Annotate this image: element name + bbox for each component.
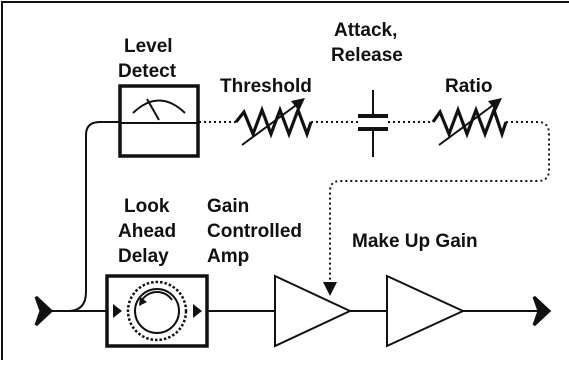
label-gain-controlled-amp-3: Amp — [207, 246, 249, 267]
label-gain-controlled-amp-1: Gain — [207, 196, 249, 217]
sidechain-wire — [67, 121, 120, 312]
control-arrowhead-icon — [323, 282, 337, 296]
attack-release-capacitor-icon — [358, 90, 388, 157]
make-up-gain-amp-icon — [386, 274, 466, 348]
label-ratio: Ratio — [445, 76, 493, 97]
threshold-variable-resistor-icon — [234, 98, 313, 146]
label-look-ahead-delay-1: Look — [124, 196, 170, 217]
ratio-variable-resistor-icon — [431, 98, 508, 146]
gain-controlled-amp-icon — [274, 274, 353, 348]
label-look-ahead-delay-3: Delay — [118, 246, 169, 267]
output-chevron-icon — [532, 295, 552, 327]
label-threshold: Threshold — [220, 76, 312, 97]
label-level-detect-1: Level — [124, 36, 173, 57]
look-ahead-delay-icon — [105, 274, 209, 348]
level-detect-meter-icon — [118, 84, 200, 158]
label-attack-release-2: Release — [331, 45, 403, 66]
control-path-dotted-4 — [329, 121, 550, 282]
label-level-detect-2: Detect — [118, 61, 177, 82]
diagram-frame — [1, 1, 569, 360]
label-look-ahead-delay-2: Ahead — [118, 221, 176, 242]
label-make-up-gain: Make Up Gain — [352, 231, 478, 252]
label-gain-controlled-amp-2: Controlled — [207, 221, 302, 242]
label-attack-release-1: Attack, — [334, 20, 397, 41]
input-chevron-icon — [34, 295, 54, 327]
